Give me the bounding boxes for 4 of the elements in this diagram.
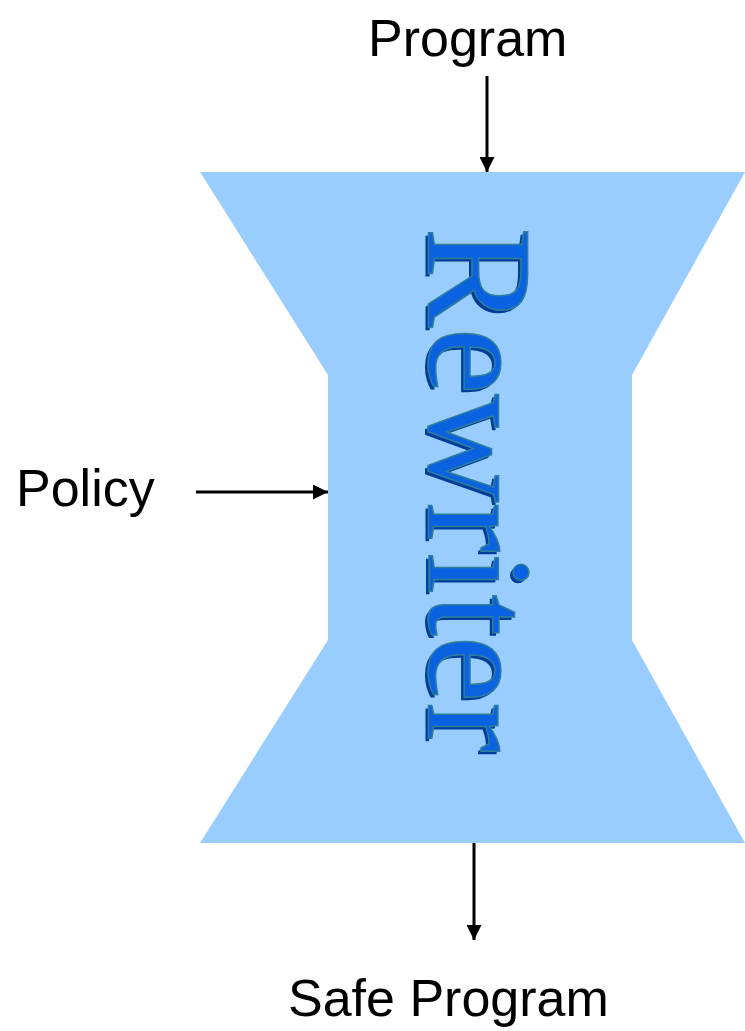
arrow	[479, 76, 495, 172]
node-title: Rewriter	[405, 227, 555, 753]
arrow	[196, 484, 328, 500]
arrow	[466, 843, 482, 940]
